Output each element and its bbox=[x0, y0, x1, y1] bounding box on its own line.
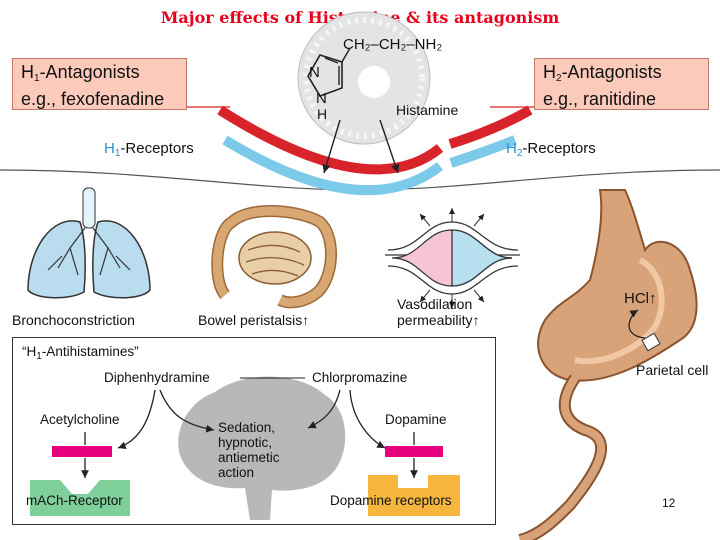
dopamine-receptors-label: Dopamine receptors bbox=[330, 493, 452, 508]
h2-receptors-label: H2-Receptors bbox=[506, 140, 596, 159]
blood-vessel-icon bbox=[385, 208, 520, 308]
stomach-icon bbox=[518, 189, 698, 540]
h2-receptor-arc bbox=[449, 135, 517, 168]
mach-receptor-label: mACh-Receptor bbox=[26, 493, 123, 508]
bowel-icon bbox=[211, 205, 337, 309]
dopamine-bar bbox=[385, 446, 443, 457]
arrow-to-h1b bbox=[379, 119, 400, 174]
antihistamines-box bbox=[12, 337, 496, 525]
histamine-chain: CH₂–CH₂–NH₂ bbox=[343, 36, 443, 53]
chlorpromazine-label: Chlorpromazine bbox=[312, 370, 408, 385]
antihistamines-heading: “H1-Antihistamines” bbox=[22, 344, 139, 362]
bronchoconstriction-label: Bronchoconstriction bbox=[12, 312, 135, 328]
mach-receptor-shape bbox=[30, 480, 130, 516]
brain-icon bbox=[178, 376, 346, 520]
molecule-n-top: N bbox=[309, 64, 320, 81]
molecule-n-bottom: N bbox=[316, 90, 327, 107]
acetylcholine-label: Acetylcholine bbox=[40, 412, 120, 427]
h2-antagonist-arc bbox=[448, 105, 533, 149]
h1-antagonist-arc bbox=[217, 105, 444, 175]
molecule-h: H bbox=[317, 106, 328, 122]
h1-receptors-label: H1-Receptors bbox=[104, 140, 194, 159]
diphenhydramine-label: Diphenhydramine bbox=[104, 370, 210, 385]
histamine-molecule bbox=[297, 11, 431, 145]
page-number: 12 bbox=[662, 496, 676, 510]
histamine-label: Histamine bbox=[396, 102, 459, 118]
lungs-icon bbox=[27, 187, 151, 299]
bowel-peristalsis-label: Bowel peristalsis↑ bbox=[198, 312, 310, 328]
parietal-cell-label: Parietal cell bbox=[636, 362, 709, 378]
dopamine-label: Dopamine bbox=[385, 412, 447, 427]
h1-receptor-arc bbox=[222, 135, 444, 196]
acetylcholine-bar bbox=[52, 446, 112, 457]
hcl-label: HCl↑ bbox=[624, 290, 657, 307]
h1-antagonists-box: H1-Antagonists e.g., fexofenadine bbox=[12, 58, 187, 110]
dopamine-receptor-shape bbox=[368, 475, 460, 516]
arrow-to-h1 bbox=[322, 119, 341, 174]
h2-antagonists-box: H2-Antagonists e.g., ranitidine bbox=[534, 58, 709, 110]
sedation-label: Sedation, hypnotic, antiemetic action bbox=[218, 420, 280, 480]
